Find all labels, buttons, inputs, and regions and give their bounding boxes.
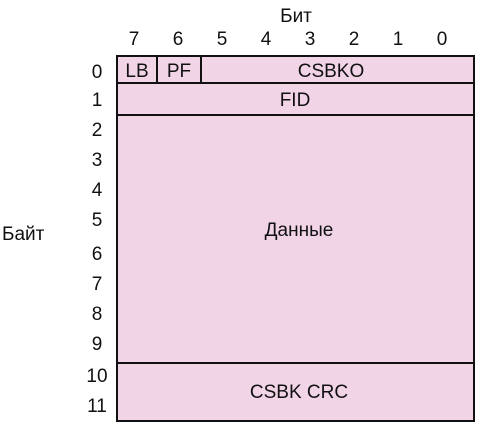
- byte-number: 0: [92, 62, 103, 83]
- bit-number: 2: [349, 29, 360, 50]
- bit-number: 7: [129, 29, 140, 50]
- bit-number: 1: [393, 29, 404, 50]
- bit-number: 0: [437, 29, 448, 50]
- byte-number: 8: [92, 304, 103, 325]
- data-field: [116, 114, 475, 364]
- lb-field-label: LB: [125, 61, 148, 82]
- crc-field-label: CSBK CRC: [250, 382, 348, 403]
- data-field-label: Данные: [265, 220, 334, 241]
- byte-number-column: 0 1 2 3 4 5 6 7 8 9 10 11: [86, 62, 107, 417]
- byte-number: 10: [86, 366, 107, 387]
- byte-number: 2: [92, 120, 103, 141]
- fid-field: [116, 82, 475, 116]
- field-grid: [116, 55, 475, 422]
- byte-number: 6: [92, 244, 103, 265]
- byte-number: 5: [92, 210, 103, 231]
- bit-axis-title: Бит: [280, 6, 312, 27]
- bit-number: 5: [217, 29, 228, 50]
- byte-number: 1: [92, 90, 103, 111]
- byte-number: 4: [92, 180, 103, 201]
- byte-number: 7: [92, 274, 103, 295]
- csbko-field-label: CSBKO: [298, 61, 365, 82]
- pf-field-label: PF: [167, 61, 191, 82]
- fid-field-label: FID: [280, 90, 311, 111]
- byte-axis-title: Байт: [2, 224, 45, 245]
- byte-number: 11: [87, 396, 107, 417]
- byte-number: 3: [92, 150, 103, 171]
- bit-number: 4: [261, 29, 272, 50]
- bit-number: 6: [173, 29, 184, 50]
- crc-field: [116, 362, 475, 422]
- bit-number-row: 7 6 5 4 3 2 1 0: [129, 29, 448, 50]
- byte-number: 9: [92, 334, 103, 355]
- bit-number: 3: [305, 29, 316, 50]
